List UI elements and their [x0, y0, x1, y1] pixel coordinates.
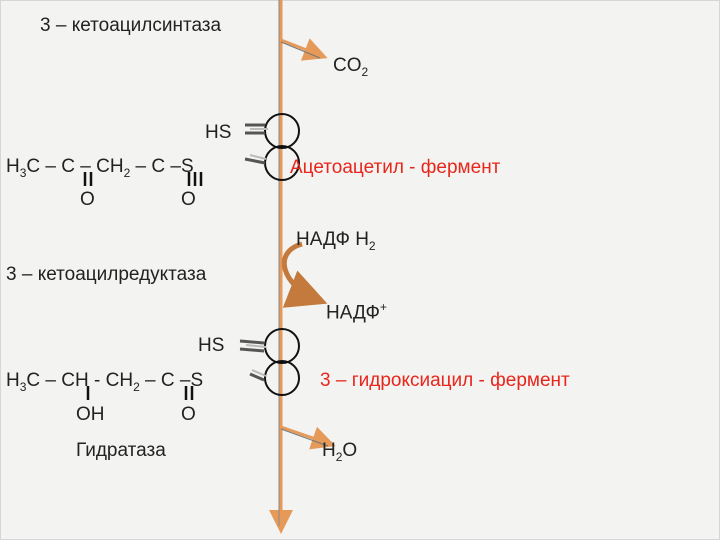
hydroxyl-label: OH: [76, 404, 105, 425]
oxygen-3: O: [181, 404, 196, 425]
water-label: H2O: [322, 440, 358, 464]
hydroxyl-bond: [86, 386, 194, 400]
hs-label-2: HS: [198, 335, 225, 356]
acetoacetyl-enzyme-label: Ацетоацетил - фермент: [290, 157, 501, 178]
bond-arrow-icon: [239, 339, 265, 382]
hydratase-label: Гидратаза: [76, 440, 166, 461]
hydroxyacyl-enzyme-label: 3 – гидроксиацил - фермент: [320, 370, 570, 391]
co2-label: CO2: [333, 55, 369, 79]
nadp-plus-label: НАДФ+: [326, 300, 387, 324]
oxygen-1: O: [80, 189, 95, 210]
co2-release-arrow: [280, 38, 328, 61]
curved-arrow-icon: [281, 241, 328, 308]
carbonyl-bond: [83, 172, 203, 186]
enzyme-circle-icon: [264, 113, 300, 149]
acetoacetyl-formula: H3C – C – CH2 – C –S: [6, 156, 194, 180]
enzyme-circle-icon: [264, 360, 300, 396]
hydroxyacyl-formula: H3C – CH - CH2 – C –S: [6, 370, 204, 394]
nadph-label: НАДФ Н2: [296, 229, 376, 253]
oxygen-2: O: [181, 189, 196, 210]
bond-arrow-icon: [244, 123, 266, 165]
ketoacyl-reductase-label: 3 – кетоацилредуктаза: [6, 264, 207, 285]
water-release-arrow: [280, 425, 336, 450]
ketoacyl-synthase-label: 3 – кетоацилсинтаза: [40, 15, 222, 36]
hs-label-1: HS: [205, 122, 232, 143]
